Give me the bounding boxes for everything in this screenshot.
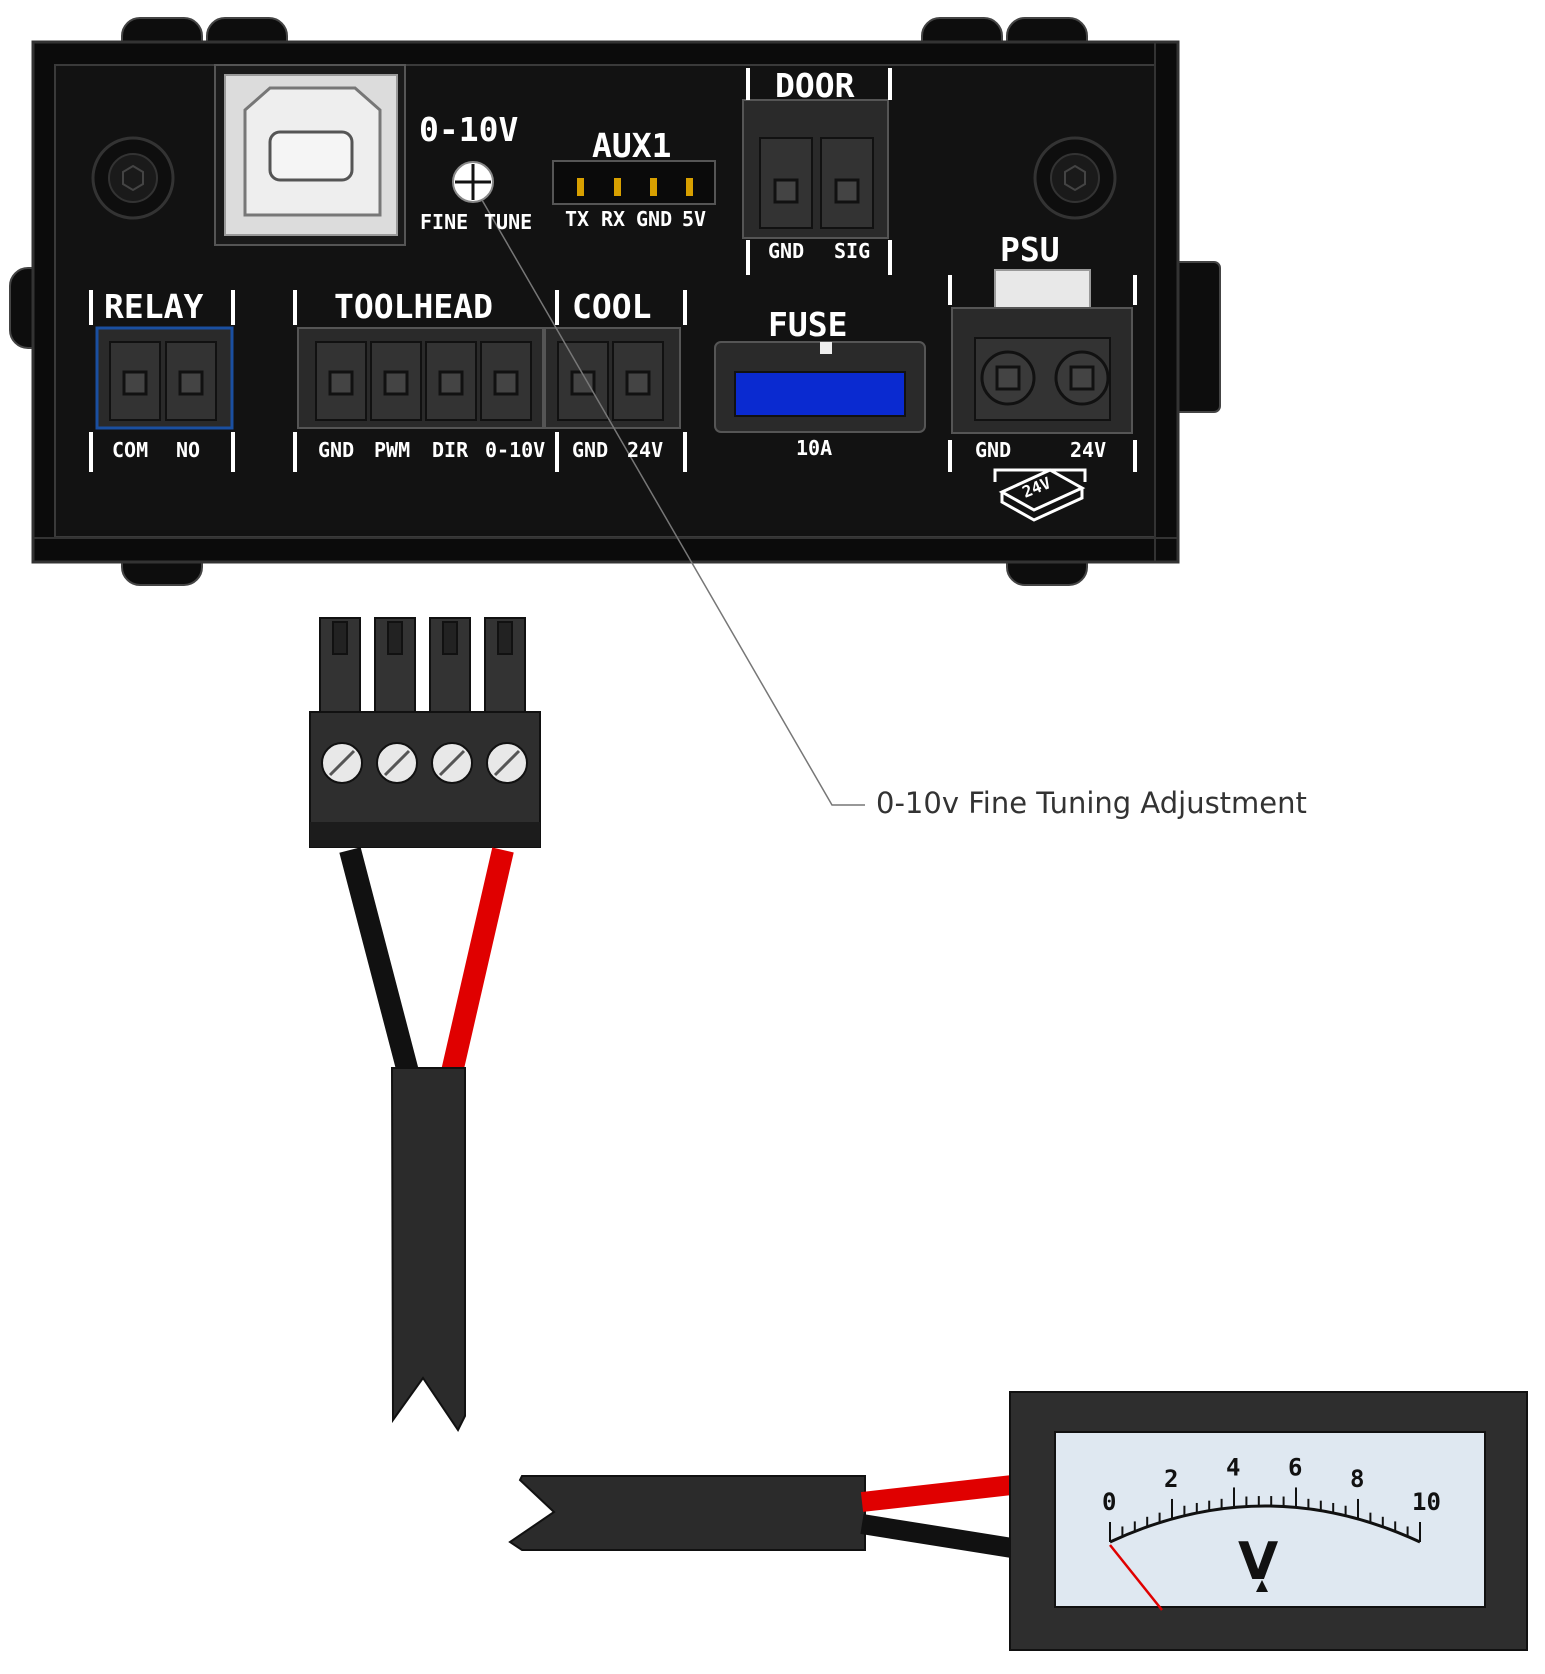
dial-pin-label: TUNE: [484, 210, 533, 234]
aux1-pin-header: [552, 160, 716, 205]
meter-scale-label: 6: [1288, 1453, 1302, 1481]
meter-scale-label: 0: [1102, 1488, 1116, 1516]
cool-terminal-block: [544, 327, 681, 429]
toolhead-title: TOOLHEAD: [334, 287, 493, 326]
psu-terminal-block: [951, 269, 1133, 434]
meter-scale-label: 2: [1164, 1465, 1178, 1493]
toolhead-terminal-block: [297, 327, 544, 429]
fine-tuning-callout: 0-10v Fine Tuning Adjustment: [876, 786, 1307, 820]
fuse-holder: [714, 341, 926, 433]
panel-screw-icon: [91, 136, 175, 220]
door-terminal-block: [742, 99, 889, 239]
fuse-rating: 10A: [796, 436, 833, 460]
meter-needle: [1109, 1544, 1163, 1611]
section-dividers: [89, 68, 1137, 472]
meter-scale-label: 4: [1226, 1453, 1240, 1481]
psu-pin-label: GND: [975, 438, 1012, 462]
door-title: DOOR: [775, 66, 855, 105]
cable-jacket-horizontal: [508, 1475, 866, 1551]
door-pin-label: SIG: [834, 239, 871, 263]
black-wire: [860, 1514, 1014, 1558]
dial-pin-label: FINE: [420, 210, 469, 234]
meter-scale-label: 8: [1350, 1465, 1364, 1493]
psu-pin-label: 24V: [1070, 438, 1107, 462]
red-wire: [860, 1475, 1014, 1512]
cool-pin-label: GND: [572, 438, 609, 462]
relay-pin-label: NO: [176, 438, 201, 462]
red-wire: [441, 847, 514, 1075]
relay-pin-label: COM: [112, 438, 149, 462]
relay-title: RELAY: [104, 287, 204, 326]
fuse-title: FUSE: [768, 305, 848, 344]
aux1-title: AUX1: [592, 126, 672, 165]
toolhead-pin-label: PWM: [374, 438, 411, 462]
aux1-pin-label: RX: [601, 207, 626, 231]
voltmeter: 0 2 4 6 8 10: [1009, 1391, 1528, 1651]
aux1-pin-label: TX: [565, 207, 590, 231]
panel-screw-icon: [1033, 136, 1117, 220]
meter-scale-label: 10: [1412, 1488, 1441, 1516]
toolhead-pin-label: GND: [318, 438, 355, 462]
psu-title: PSU: [1000, 230, 1060, 269]
callout-leader-line: [481, 199, 865, 806]
relay-terminal-block: [95, 326, 234, 430]
power-adapter-icon: [993, 468, 1087, 522]
black-wire: [339, 847, 419, 1075]
door-pin-label: GND: [768, 239, 805, 263]
dial-title: 0-10V: [419, 110, 519, 149]
cool-pin-label: 24V: [627, 438, 664, 462]
cool-title: COOL: [572, 287, 652, 326]
aux1-pin-label: 5V: [682, 207, 707, 231]
meter-unit-label: V: [1238, 1532, 1279, 1592]
toolhead-plug-connector: [309, 617, 541, 848]
potentiometer-icon: [452, 161, 494, 203]
aux1-pin-label: GND: [636, 207, 673, 231]
cable-jacket-vertical: [390, 1067, 466, 1432]
usb-b-port-icon: [214, 64, 406, 246]
toolhead-pin-label: DIR: [432, 438, 469, 462]
toolhead-pin-label: 0-10V: [485, 438, 546, 462]
